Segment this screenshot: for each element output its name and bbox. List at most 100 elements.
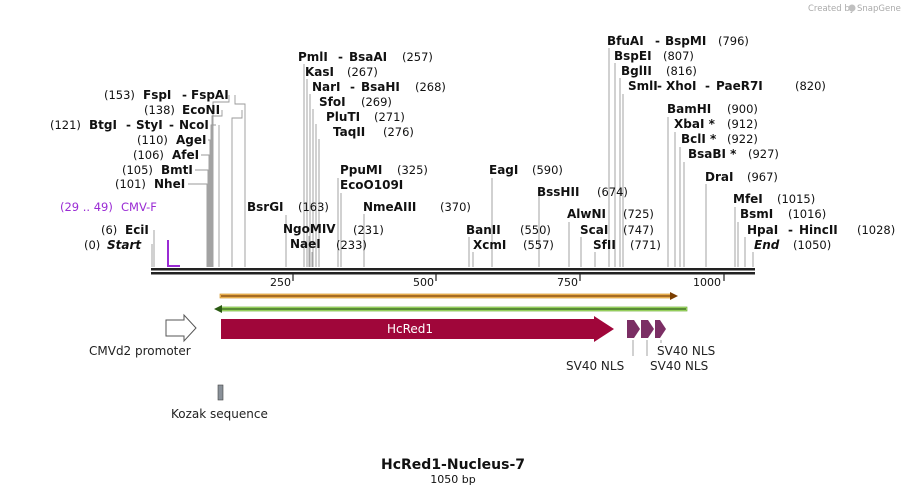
site-position: (771) — [630, 238, 661, 252]
site-position: (900) — [727, 102, 758, 116]
site-name: BsaBI * — [688, 147, 737, 161]
site-name: BssHII — [537, 185, 579, 199]
site-name: AfeI — [172, 148, 199, 162]
ruler-tick-250: 250 — [270, 276, 291, 289]
nls-label-3: SV40 NLS — [650, 359, 708, 373]
site-name: ScaI — [580, 223, 608, 237]
nls-label-1: SV40 NLS — [566, 359, 624, 373]
leader-line — [234, 95, 246, 267]
map-title: HcRed1-Nucleus-7 — [381, 457, 525, 473]
primer-name: CMV-F — [121, 200, 157, 214]
site-position: (1015) — [777, 192, 815, 206]
kozak-label: Kozak sequence — [171, 407, 268, 421]
site-position: (0) — [84, 238, 100, 252]
site-position: (590) — [532, 163, 563, 177]
site-name: EcoNI — [182, 103, 220, 117]
site-position: (1050) — [793, 238, 831, 252]
sequence-ruler: 250 500 750 1000 — [270, 274, 725, 289]
site-name: BfuAI — [607, 34, 644, 48]
site-name: SmlI — [628, 79, 658, 93]
site-leader-lines — [151, 48, 754, 267]
site-position: (550) — [520, 223, 551, 237]
site-name: NgoMIV — [283, 222, 336, 236]
site-name: SfII — [593, 238, 616, 252]
site-name: EcoO109I — [340, 178, 403, 192]
site-name: PmlI — [298, 50, 328, 64]
site-name: XbaI * — [674, 117, 716, 131]
promoter-label: CMVd2 promoter — [89, 344, 191, 358]
site-position: (912) — [727, 117, 758, 131]
site-name: - — [169, 118, 174, 132]
site-name: - — [338, 50, 343, 64]
site-name: - — [182, 88, 187, 102]
site-position: (110) — [137, 133, 168, 147]
site-name: NmeAIII — [363, 200, 416, 214]
site-name: KasI — [305, 65, 334, 79]
site-name: BmtI — [161, 163, 193, 177]
site-name: BglII — [621, 64, 652, 78]
snapgene-logo-icon — [848, 4, 856, 12]
cmv-f-primer-mark — [167, 240, 180, 267]
site-name: DraI — [705, 170, 733, 184]
leader-line — [188, 183, 208, 267]
ruler-tick-750: 750 — [557, 276, 578, 289]
site-name: AlwNI — [567, 207, 606, 221]
site-position: (816) — [666, 64, 697, 78]
leader-line — [201, 154, 210, 267]
leader-line — [195, 169, 209, 267]
ruler-tick-500: 500 — [413, 276, 434, 289]
site-name: TaqII — [333, 125, 365, 139]
sv40-nls-arrow-1 — [627, 320, 640, 338]
kozak-sequence-mark — [217, 384, 224, 401]
site-position: (163) — [298, 200, 329, 214]
site-name: End — [754, 238, 780, 252]
orf-reverse — [214, 305, 688, 313]
site-position: (967) — [747, 170, 778, 184]
site-name: NaeI — [290, 237, 321, 251]
site-position: (922) — [727, 132, 758, 146]
ruler-tick-1000: 1000 — [693, 276, 721, 289]
site-position: (269) — [361, 95, 392, 109]
site-position: (101) — [115, 177, 146, 191]
site-name: PpuMI — [340, 163, 382, 177]
site-name: BsaHI — [361, 80, 400, 94]
site-name: SfoI — [319, 95, 346, 109]
site-position: (674) — [597, 185, 628, 199]
site-position: (370) — [440, 200, 471, 214]
site-name: - — [655, 34, 660, 48]
site-position: (927) — [748, 147, 779, 161]
site-position: (267) — [347, 65, 378, 79]
leader-line — [211, 110, 223, 267]
site-position: (257) — [402, 50, 433, 64]
site-name: - — [788, 223, 793, 237]
leader-line — [231, 110, 243, 267]
site-name: EciI — [125, 223, 149, 237]
site-name: PluTI — [326, 110, 360, 124]
site-name: BspMI — [665, 34, 706, 48]
site-position: (725) — [623, 207, 654, 221]
hcred1-cds-arrow — [221, 316, 614, 342]
primer-range: (29 .. 49) — [60, 200, 113, 214]
site-name: FspI — [143, 88, 171, 102]
site-name: XcmI — [473, 238, 506, 252]
sv40-nls-arrow-3 — [655, 320, 666, 338]
site-position: (325) — [397, 163, 428, 177]
site-position: (233) — [336, 238, 367, 252]
cmvd2-promoter-arrow — [165, 313, 197, 343]
sequence-backbone — [151, 268, 755, 275]
site-position: (105) — [122, 163, 153, 177]
site-name: BanII — [466, 223, 501, 237]
site-name: NarI — [312, 80, 341, 94]
site-name: BclI * — [681, 132, 717, 146]
map-subtitle: 1050 bp — [430, 473, 475, 486]
site-position: (138) — [144, 103, 175, 117]
left-site-labels: (153) FspI - FspAI (138) EcoNI (121) Btg… — [50, 88, 229, 252]
site-name: - — [657, 79, 662, 93]
site-name: - — [126, 118, 131, 132]
site-name: MfeI — [733, 192, 763, 206]
sv40-nls-arrow-2 — [641, 320, 654, 338]
site-position: (1028) — [857, 223, 895, 237]
site-position: (271) — [374, 110, 405, 124]
site-position: (6) — [101, 223, 117, 237]
site-position: (153) — [104, 88, 135, 102]
